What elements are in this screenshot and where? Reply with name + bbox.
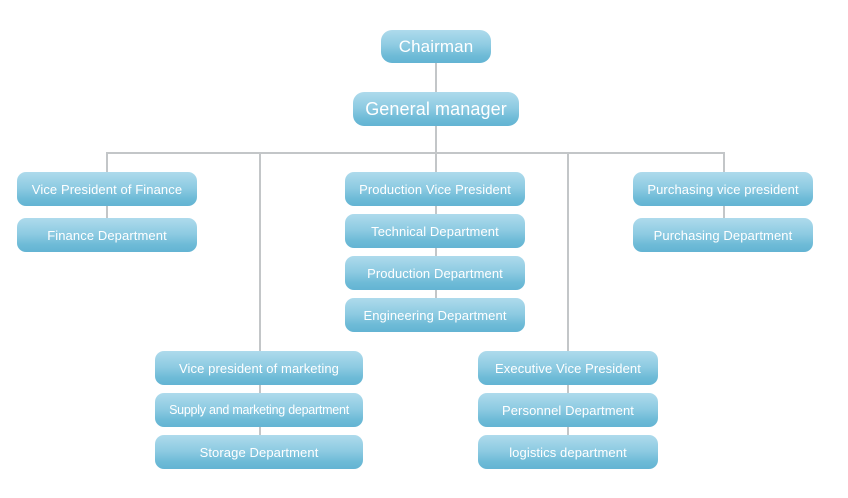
connector-supply-to-storage [259,426,261,439]
node-vice-president-of-finance[interactable]: Vice President of Finance [17,172,197,206]
connector-general-manager-to-bus [435,125,437,153]
connector-personnel-to-logistics [567,426,569,439]
connector-executive-head-to-personnel [567,384,569,397]
node-storage-department[interactable]: Storage Department [155,435,363,469]
node-engineering-department[interactable]: Engineering Department [345,298,525,332]
node-purchasing-department[interactable]: Purchasing Department [633,218,813,252]
node-production-vice-president[interactable]: Production Vice President [345,172,525,206]
connector-horizontal-bus [107,152,725,154]
node-purchasing-vice-president[interactable]: Purchasing vice president [633,172,813,206]
node-finance-department[interactable]: Finance Department [17,218,197,252]
connector-finance-head-to-dept [106,205,108,218]
connector-production-dept-to-engineering [435,289,437,302]
connector-purchasing-head-to-dept [723,205,725,218]
connector-bus-to-production [435,152,437,172]
node-technical-department[interactable]: Technical Department [345,214,525,248]
node-executive-vice-president[interactable]: Executive Vice President [478,351,658,385]
connector-bus-to-executive [567,152,569,351]
connector-marketing-head-to-supply [259,384,261,397]
connector-bus-to-marketing [259,152,261,351]
node-vice-president-of-marketing[interactable]: Vice president of marketing [155,351,363,385]
connector-chairman-to-general-manager [435,62,437,94]
connector-bus-to-purchasing [723,152,725,172]
connector-technical-to-production-dept [435,247,437,260]
node-personnel-department[interactable]: Personnel Department [478,393,658,427]
node-logistics-department[interactable]: logistics department [478,435,658,469]
node-supply-and-marketing-department[interactable]: Supply and marketing department [155,393,363,427]
connector-production-head-to-technical [435,205,437,218]
node-chairman[interactable]: Chairman [381,30,491,63]
connector-bus-to-finance [106,152,108,172]
node-production-department[interactable]: Production Department [345,256,525,290]
node-general-manager[interactable]: General manager [353,92,519,126]
